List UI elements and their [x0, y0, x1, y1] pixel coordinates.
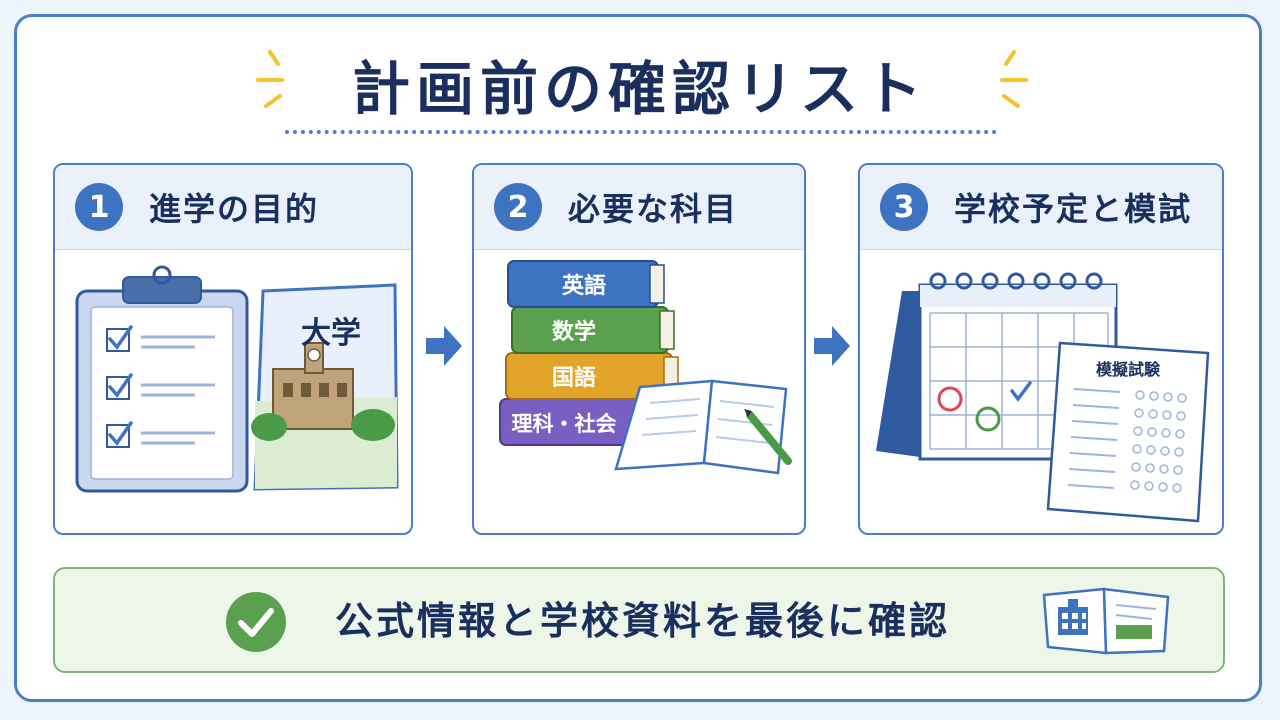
school-brochure-icon: [1042, 587, 1170, 655]
banner-message: 公式情報と学校資料を最後に確認: [335, 599, 951, 643]
exam-sheet-title: 模擬試験: [1096, 360, 1161, 379]
clipboard-university-illustration: 大学: [75, 265, 399, 493]
step-card-header: 3 学校予定と模試: [860, 165, 1222, 250]
calendar-exam-illustration: 模擬試験: [876, 272, 1210, 523]
clipboard-checklist-icon: [75, 265, 249, 493]
sparkle-left-icon: [256, 50, 284, 108]
page-title: 計画前の確認リスト: [351, 55, 928, 123]
book-math-icon: 数学: [511, 306, 675, 354]
book-label: 数学: [552, 319, 596, 345]
sparkle-right-icon: [1000, 50, 1028, 108]
step-number-badge: 1: [75, 183, 123, 231]
mock-exam-sheet-icon: 模擬試験: [1046, 341, 1210, 523]
step-label: 学校予定と模試: [954, 190, 1193, 228]
step-card-purpose: 1 進学の目的 大学: [53, 163, 413, 535]
book-label: 英語: [562, 273, 606, 299]
final-check-banner: 公式情報と学校資料を最後に確認: [53, 567, 1225, 673]
arrow-right-icon: [426, 326, 462, 366]
step-card-schedule: 3 学校予定と模試: [858, 163, 1224, 535]
textbooks-illustration: 理科・社会 国語 数学 英語: [499, 260, 792, 475]
book-label: 国語: [552, 365, 596, 391]
step-card-header: 2 必要な科目: [474, 165, 804, 250]
step-number-badge: 2: [494, 183, 542, 231]
title-underline: [285, 130, 997, 134]
university-pamphlet-icon: 大学: [251, 283, 399, 491]
arrow-right-icon: [814, 326, 850, 366]
step-card-header: 1 進学の目的: [55, 165, 411, 250]
pamphlet-label: 大学: [301, 316, 361, 351]
book-english-icon: 英語: [507, 260, 665, 308]
book-label: 理科・社会: [512, 412, 617, 436]
pencil-icon: [744, 409, 792, 465]
step-number-badge: 3: [880, 183, 928, 231]
step-label: 必要な科目: [568, 190, 739, 228]
open-notebook-icon: [614, 379, 788, 475]
check-circle-icon: [226, 592, 286, 652]
step-label: 進学の目的: [149, 190, 320, 228]
step-card-subjects: 2 必要な科目 理科・社会 国語 数学 英語: [472, 163, 806, 535]
